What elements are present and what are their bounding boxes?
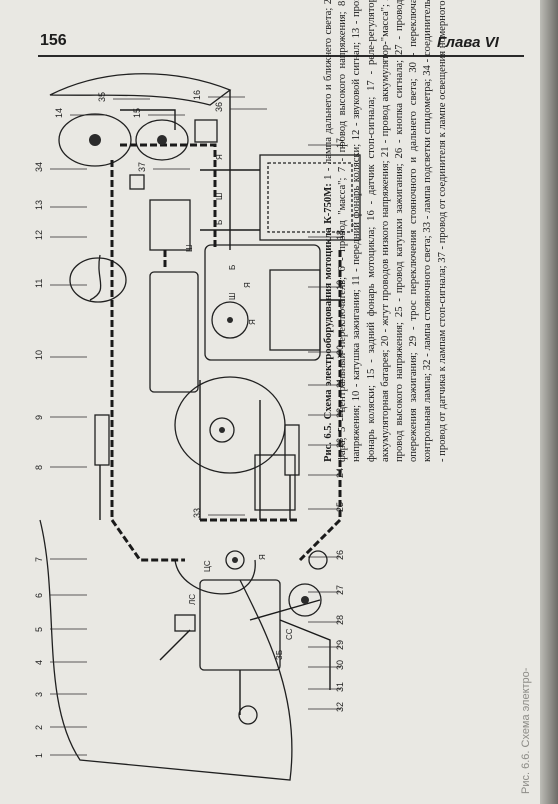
callout-34: 34 (34, 162, 44, 172)
callout-20: 20 (335, 345, 345, 355)
callout-21: 21 (335, 378, 345, 388)
callout-8: 8 (34, 465, 44, 470)
figure-caption: Рис. 6.5. Схема электрооборудования мото… (322, 0, 522, 462)
callout-4: 4 (34, 660, 44, 665)
callout-1: 1 (34, 753, 44, 758)
callout-11: 11 (34, 279, 44, 288)
terminal-label: Ш (185, 245, 194, 252)
page-number: 156 (40, 32, 67, 49)
speedo-lamp (225, 550, 245, 570)
stop-sensor (194, 119, 218, 143)
caption-body: 1 - лампа дальнего и ближнего света; 2 -… (323, 0, 448, 462)
connector-34 (129, 174, 145, 190)
bleed-through-text: Рис. 6.6. Схема электро- (520, 667, 532, 794)
fuse (174, 614, 196, 632)
callout-33: 33 (192, 508, 202, 518)
spark-plug-left (94, 414, 110, 466)
callout-26: 26 (335, 550, 345, 560)
sidecar-lamp-bulb (89, 254, 102, 301)
callout-31: 31 (335, 682, 345, 692)
terminal-label: ЛС (188, 594, 197, 605)
horn-body (149, 199, 191, 251)
callout-15: 15 (132, 108, 142, 118)
parking-lamp (238, 705, 258, 725)
terminal-label: Ш (228, 293, 237, 300)
tail-lamp-shell (135, 119, 189, 161)
terminal-label: Я (243, 282, 252, 288)
callout-17: 17 (335, 138, 345, 148)
harness-left (110, 160, 185, 562)
terminal-label: Я (215, 154, 224, 160)
callout-18: 18 (335, 230, 345, 240)
terminal-label: Я (248, 319, 257, 325)
callout-12: 12 (34, 230, 44, 240)
callout-2: 2 (34, 725, 44, 730)
callout-35: 35 (97, 92, 107, 102)
callout-22: 22 (335, 408, 345, 418)
breaker-housing (174, 376, 286, 474)
terminal-label: СС (285, 628, 294, 640)
callout-25: 25 (335, 502, 345, 512)
callout-10: 10 (34, 350, 44, 360)
battery-cell (254, 454, 296, 511)
callout-16: 16 (192, 90, 202, 100)
terminal-label: Б (215, 220, 224, 225)
caption-lead: Рис. 6.5. Схема электрооборудования мото… (323, 183, 334, 462)
ignition-coil-body (149, 271, 199, 393)
harness-right (298, 250, 342, 562)
terminal-label: Я (258, 554, 267, 560)
front-outline (39, 519, 293, 781)
terminal-label: Б (228, 265, 237, 270)
callout-7: 7 (34, 557, 44, 562)
callout-3: 3 (34, 692, 44, 697)
callout-37: 37 (137, 162, 147, 172)
terminal-label: ЗБ (275, 650, 284, 660)
callout-30: 30 (335, 660, 345, 670)
page-gutter (540, 0, 558, 804)
header-rule (38, 55, 524, 57)
spark-plug-right (284, 424, 300, 476)
lamp-bowl-outline (174, 559, 256, 595)
right-callout-group: 17 18 19 20 21 22 23 24 25 26 27 28 29 30 31 32 (308, 138, 345, 712)
rear-fender-outline (49, 73, 232, 106)
chapter-title: Глава VI (437, 34, 499, 51)
callout-6: 6 (34, 593, 44, 598)
callout-27: 27 (335, 585, 345, 595)
callout-28: 28 (335, 615, 345, 625)
callout-13: 13 (34, 200, 44, 210)
terminal-label: Ш (215, 193, 224, 200)
callout-36: 36 (214, 102, 224, 112)
generator-body (204, 244, 321, 361)
rear-lamp-shell (58, 113, 132, 167)
callout-14: 14 (54, 108, 64, 118)
callout-19: 19 (335, 280, 345, 290)
callout-9: 9 (34, 415, 44, 420)
callout-29: 29 (335, 640, 345, 650)
terminal-label: ЦС (203, 560, 212, 572)
horn-button (288, 583, 322, 617)
regulator-relay-box (259, 154, 361, 241)
sidecar-front-lamp (69, 257, 127, 303)
distributor-rotor (211, 301, 249, 339)
callout-23: 23 (335, 438, 345, 448)
battery-box (269, 269, 321, 351)
callout-24: 24 (335, 468, 345, 478)
callout-32: 32 (335, 702, 345, 712)
callout-5: 5 (34, 627, 44, 632)
